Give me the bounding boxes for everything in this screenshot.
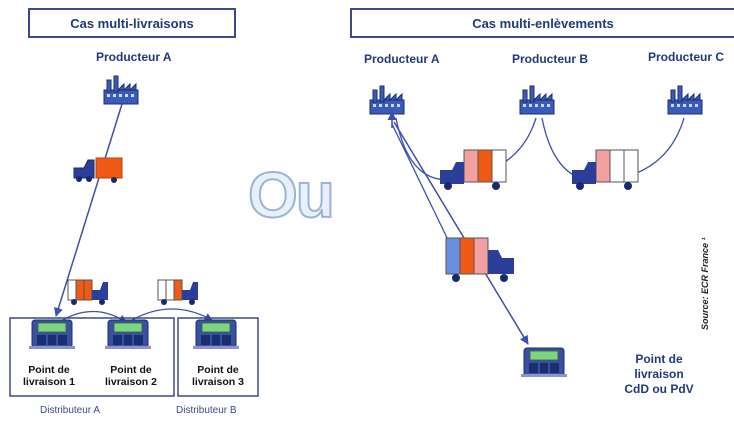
delivery-point-3-line1: Point de [197, 364, 239, 376]
truck-icon-collect-1 [440, 149, 507, 190]
producer-a-right-label: Producteur A [364, 52, 440, 66]
producer-a-left-label: Producteur A [96, 50, 172, 64]
truck-icon-collect-2 [572, 149, 639, 190]
delivery-arrow [54, 103, 123, 317]
link-2-3 [131, 308, 213, 321]
pdv-line3: CdD ou PdV [624, 382, 694, 396]
truck-icon-orange [73, 157, 123, 183]
store-icon-1 [28, 319, 76, 350]
pdv-line2: livraison [634, 367, 684, 381]
factory-icon-producer-a-left [103, 75, 139, 105]
factory-icon-producer-c [667, 85, 703, 115]
delivery-point-2-line1: Point de [110, 364, 152, 376]
store-icon-2 [104, 319, 152, 350]
store-icon-pdv [520, 347, 568, 378]
factory-icon-producer-b [519, 85, 555, 115]
producer-b-label: Producteur B [512, 52, 589, 66]
delivery-point-1-line2: livraison 1 [23, 376, 75, 388]
separator-or: Ou [247, 158, 336, 232]
left-panel-title: Cas multi-livraisons [28, 8, 236, 38]
delivery-point-1-line1: Point de [28, 364, 70, 376]
source-note: Source: ECR France ¹ [700, 237, 710, 330]
truck-icon-small-2 [157, 279, 198, 305]
delivery-point-pdv-label: Point de livraison CdD ou PdV [616, 352, 702, 397]
delivery-point-3-label: Point de livraison 3 [180, 364, 256, 388]
right-panel [369, 85, 703, 378]
delivery-point-2-line2: livraison 2 [105, 376, 157, 388]
truck-icon-small-1 [67, 279, 108, 305]
factory-icon-producer-a-right [369, 85, 405, 115]
delivery-point-3-line2: livraison 3 [192, 376, 244, 388]
arrow-to-delivery [393, 121, 529, 345]
delivery-point-1-label: Point de livraison 1 [14, 364, 84, 388]
distributor-b-label: Distributeur B [176, 405, 237, 416]
pdv-line1: Point de [635, 352, 683, 366]
distributor-a-box [9, 317, 175, 397]
producer-c-label: Producteur C [648, 50, 725, 64]
distributor-a-label: Distributeur A [40, 405, 101, 416]
store-icon-3 [192, 319, 240, 350]
right-panel-title: Cas multi-enlèvements [350, 8, 734, 38]
left-panel [9, 75, 259, 397]
arrow-to-truck [391, 123, 451, 245]
distributor-b-box [177, 317, 259, 397]
truck-icon-loaded [445, 237, 514, 282]
delivery-point-2-label: Point de livraison 2 [94, 364, 168, 388]
